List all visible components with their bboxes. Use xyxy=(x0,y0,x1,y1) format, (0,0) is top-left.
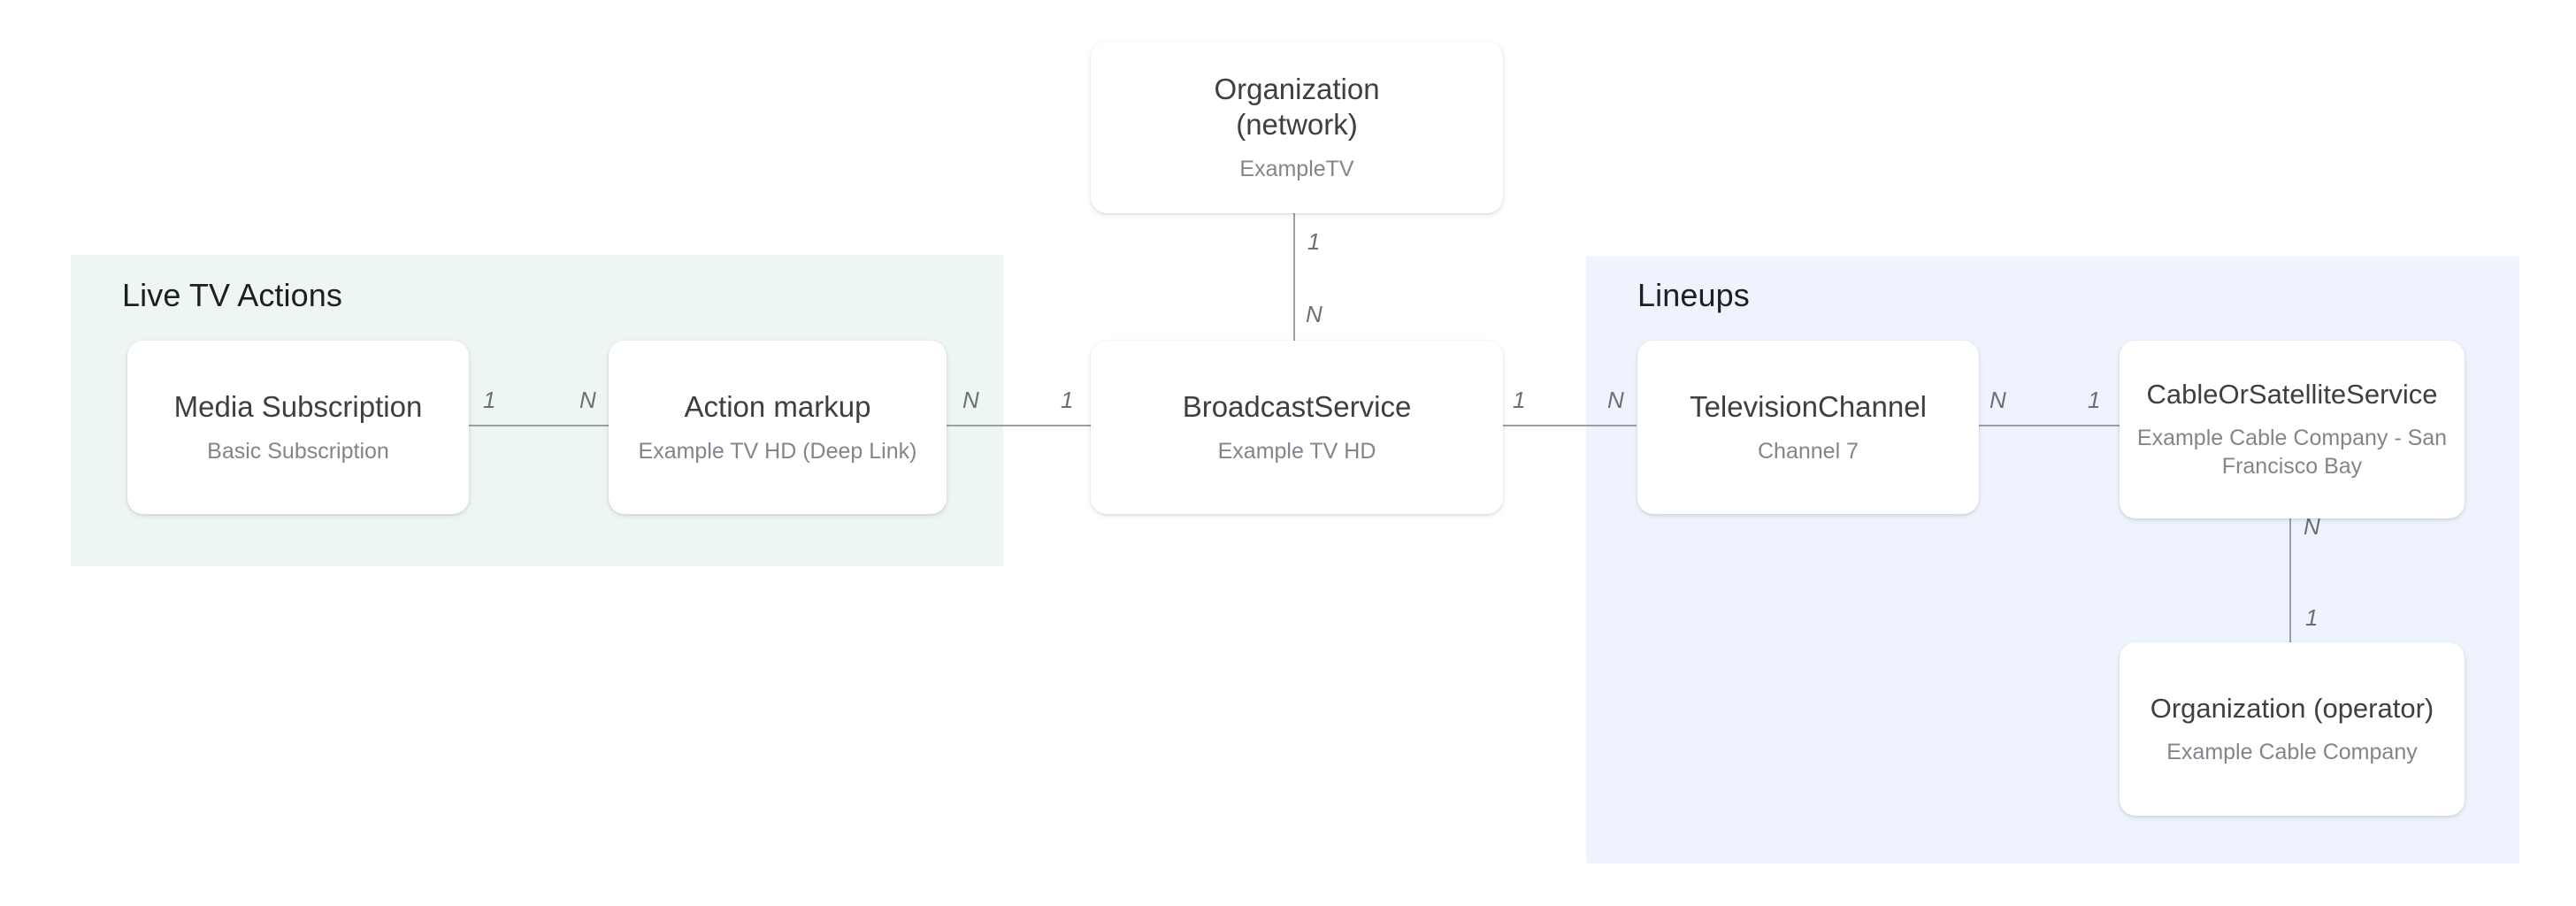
cardinality-media-subscription-action-markup-from: 1 xyxy=(483,387,496,413)
cardinality-broadcast-service-television-channel-to: N xyxy=(1607,387,1624,413)
node-title-line1-organization-network: Organization xyxy=(1214,72,1380,105)
cardinality-television-channel-cable-or-satellite-service-from: N xyxy=(1990,387,2006,413)
node-television-channel[interactable]: TelevisionChannel Channel 7 xyxy=(1637,341,1979,514)
node-title-organization-operator: Organization (operator) xyxy=(2150,692,2434,724)
cardinality-broadcast-service-television-channel-from: 1 xyxy=(1513,387,1526,413)
cardinality-action-markup-broadcast-service-to: 1 xyxy=(1061,387,1074,413)
node-title-television-channel: TelevisionChannel xyxy=(1690,389,1927,423)
node-subtitle-cable-or-satellite-service: Example Cable Company - San Francisco Ba… xyxy=(2136,425,2448,480)
cardinality-org-network-broadcast-service-to: N xyxy=(1306,301,1322,327)
cardinality-media-subscription-action-markup-to: N xyxy=(579,387,596,413)
connector-media-subscription-action-markup xyxy=(464,425,610,426)
node-subtitle-organization-operator: Example Cable Company xyxy=(2166,739,2418,764)
connector-action-markup-broadcast-service xyxy=(945,425,1093,426)
node-subtitle-action-markup: Example TV HD (Deep Link) xyxy=(638,438,917,464)
node-broadcast-service[interactable]: BroadcastService Example TV HD xyxy=(1091,341,1503,514)
connector-org-network-broadcast-service xyxy=(1293,212,1295,343)
node-media-subscription[interactable]: Media Subscription Basic Subscription xyxy=(127,341,469,514)
node-title-action-markup: Action markup xyxy=(684,389,871,423)
connector-broadcast-service-television-channel xyxy=(1495,425,1637,426)
node-subtitle-organization-network: ExampleTV xyxy=(1239,157,1354,181)
cardinality-cable-or-satellite-service-organization-operator-from: N xyxy=(2304,513,2320,540)
node-subtitle-broadcast-service: Example TV HD xyxy=(1217,438,1376,464)
node-action-markup[interactable]: Action markup Example TV HD (Deep Link) xyxy=(609,341,947,514)
cardinality-cable-or-satellite-service-organization-operator-to: 1 xyxy=(2305,604,2319,631)
connector-cable-or-satellite-service-organization-operator xyxy=(2289,518,2291,642)
node-title-broadcast-service: BroadcastService xyxy=(1182,389,1412,423)
cardinality-org-network-broadcast-service-from: 1 xyxy=(1307,228,1321,255)
node-cable-or-satellite-service[interactable]: CableOrSatelliteService Example Cable Co… xyxy=(2120,341,2465,518)
node-title-organization-network: Organization (network) xyxy=(1214,72,1379,143)
connector-television-channel-cable-or-satellite-service xyxy=(1971,425,2123,426)
node-title-media-subscription: Media Subscription xyxy=(173,389,423,423)
node-subtitle-television-channel: Channel 7 xyxy=(1758,438,1859,464)
group-title-live-tv-actions: Live TV Actions xyxy=(122,277,342,313)
group-title-lineups: Lineups xyxy=(1637,277,1750,313)
cardinality-television-channel-cable-or-satellite-service-to: 1 xyxy=(2088,387,2101,413)
node-organization-network[interactable]: Organization (network) ExampleTV xyxy=(1091,42,1503,213)
node-title-line2-organization-network: (network) xyxy=(1236,107,1358,141)
node-organization-operator[interactable]: Organization (operator) Example Cable Co… xyxy=(2120,642,2465,816)
node-subtitle-media-subscription: Basic Subscription xyxy=(207,438,389,464)
cardinality-action-markup-broadcast-service-from: N xyxy=(962,387,979,413)
node-title-cable-or-satellite-service: CableOrSatelliteService xyxy=(2146,379,2438,411)
